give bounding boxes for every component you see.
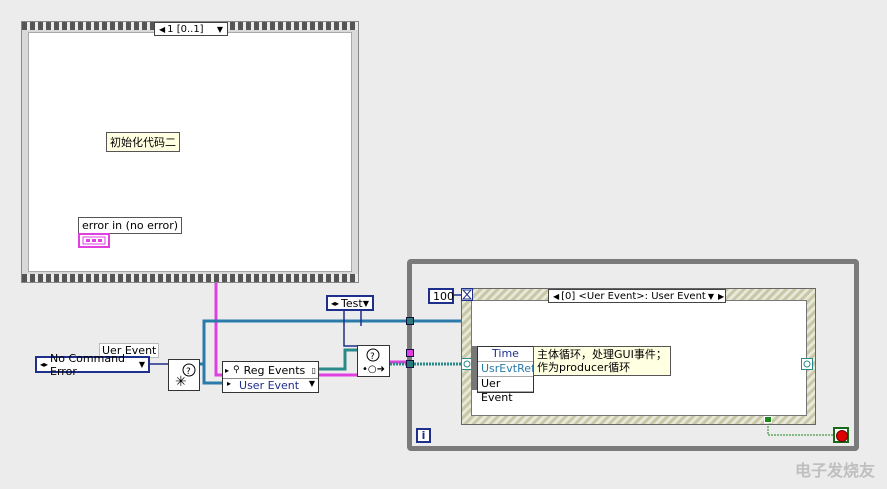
main-loop-comment-line1: 主体循环，处理GUI事件； — [537, 348, 667, 361]
watermark: 电子发烧友 — [794, 461, 875, 480]
film-strip-bottom — [22, 274, 358, 282]
svg-text:?: ? — [370, 352, 375, 362]
stop-condition-terminal[interactable] — [833, 427, 849, 443]
stop-wire — [767, 420, 833, 436]
reg-events-title: Reg Events — [243, 363, 306, 377]
reg-events-row[interactable]: ▸ User Event ▼ — [223, 378, 318, 392]
register-events-node[interactable]: ▸ ⚲ Reg Events ▯ ▸ User Event ▼ — [222, 361, 319, 393]
timeout-terminal — [461, 288, 473, 301]
boolean-tunnel — [764, 416, 772, 423]
sequence-selector-label: 1 [0..1] — [167, 23, 204, 35]
test-dropdown-icon[interactable]: ▼ — [362, 298, 369, 308]
dynamic-event-terminal-right — [801, 358, 813, 370]
event-case-label: [0] <Uer Event>: User Event — [561, 290, 706, 302]
ring-value: No Command Error — [50, 351, 126, 378]
create-user-event-node[interactable]: ? ✳ — [168, 359, 200, 391]
create-user-event-icon: ? ✳ — [175, 363, 196, 390]
test-ring-icon: ◂▸ — [331, 298, 340, 308]
init-code-comment: 初始化代码二 — [106, 132, 180, 152]
dropdown-arrow-icon[interactable]: ▼ — [138, 360, 145, 369]
error-cluster-control[interactable] — [78, 233, 110, 248]
reg-wire — [319, 348, 357, 371]
test-constant[interactable]: ◂▸ Test ▼ — [326, 295, 374, 311]
sequence-selector[interactable]: ◀ 1 [0..1] ▼ — [154, 22, 228, 36]
event-ref-wire — [199, 319, 410, 366]
event-data-node[interactable]: Time UsrEvtRef Uer Event — [477, 346, 535, 404]
event-data-usrevtref[interactable]: UsrEvtRef — [478, 362, 535, 377]
event-ref-wire-2 — [202, 364, 222, 385]
user-event-label: Uer Event — [99, 343, 160, 358]
loop-ref-tunnel — [406, 317, 414, 325]
event-data-time[interactable]: Time — [478, 347, 533, 362]
timeout-constant[interactable]: 100 — [428, 288, 454, 304]
row-dropdown-icon[interactable]: ▼ — [308, 379, 315, 388]
iteration-terminal: i — [416, 428, 431, 443]
sequence-frame-content — [28, 32, 352, 272]
generate-user-event-icon: ? •○➜ — [362, 348, 385, 375]
reg-events-ref-terminal-icon: ▸ — [225, 365, 230, 375]
flat-sequence-frame — [21, 21, 359, 283]
decrement-arrow-icon[interactable]: ◀ — [159, 24, 166, 34]
event-case-selector[interactable]: ◀ [0] <Uer Event>: User Event ▼ ▶ — [548, 289, 726, 303]
reg-out-terminal-icon: ▯ — [311, 365, 316, 375]
increment-arrow-icon[interactable]: ▼ — [216, 24, 223, 34]
svg-text:?: ? — [186, 367, 191, 377]
dynamic-event-terminal — [461, 358, 473, 370]
svg-text:•○➜: •○➜ — [362, 364, 385, 375]
main-loop-comment-line2: 作为producer循环 — [537, 361, 631, 374]
event-increment-icon[interactable]: ▶ — [718, 291, 725, 301]
event-decrement-icon[interactable]: ◀ — [553, 291, 560, 301]
error-in-label: error in (no error) — [78, 217, 183, 234]
event-data-user-event[interactable]: Uer Event — [478, 377, 533, 404]
ring-increment-icon: ◂▸ — [40, 360, 49, 369]
hourglass-icon — [461, 289, 473, 300]
loop-reg-tunnel — [406, 360, 414, 368]
row-terminal-icon: ▸ — [227, 379, 232, 388]
event-dropdown-icon[interactable]: ▼ — [707, 291, 714, 301]
user-event-ring-constant[interactable]: ◂▸ No Command Error ▼ — [35, 352, 150, 378]
dynamic-event-icon-right — [803, 360, 811, 368]
error-cluster-icon — [82, 236, 106, 245]
event-data-node-bar — [471, 346, 477, 390]
dynamic-event-icon — [463, 360, 471, 368]
stop-icon — [836, 430, 848, 442]
generate-user-event-node[interactable]: ? •○➜ — [357, 345, 390, 377]
event-icon: ⚲ — [233, 365, 240, 375]
test-constant-value: Test — [341, 296, 363, 310]
reg-events-row-label: User Event — [239, 379, 300, 392]
loop-error-tunnel — [406, 349, 414, 357]
main-loop-comment: 主体循环，处理GUI事件； 作为producer循环 — [533, 346, 671, 376]
svg-text:✳: ✳ — [175, 374, 187, 390]
test-wire — [343, 310, 357, 347]
